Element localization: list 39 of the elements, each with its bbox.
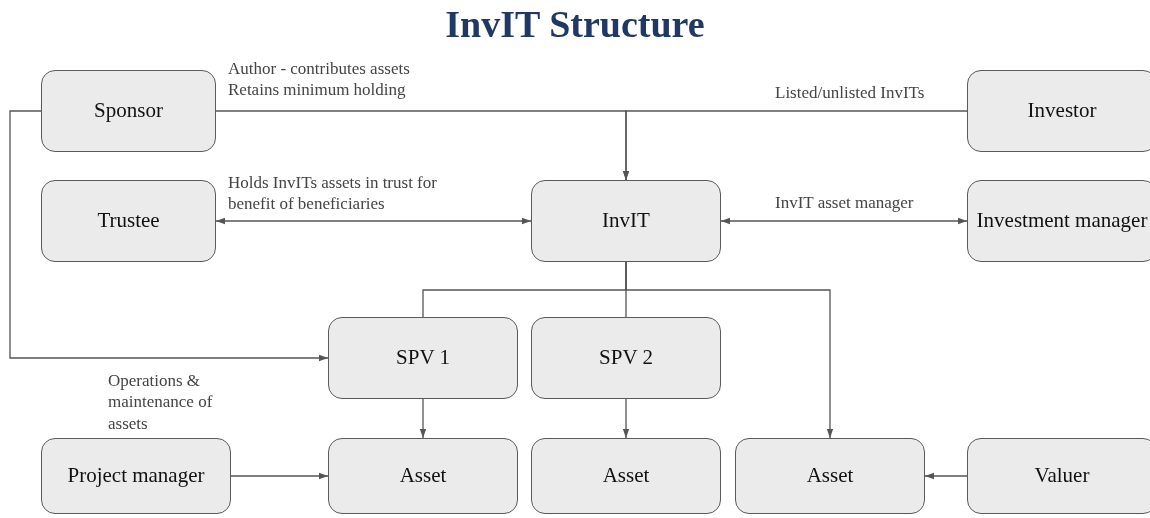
node-label: Investment manager	[976, 208, 1148, 234]
rounded-box	[41, 438, 231, 514]
node-label: Asset	[399, 463, 447, 489]
connector-arrow	[924, 472, 968, 480]
node-label: Trustee	[97, 208, 160, 234]
rounded-box	[531, 438, 721, 514]
node-label: Sponsor	[94, 98, 163, 124]
connector-arrow	[622, 110, 968, 181]
rounded-box	[967, 70, 1150, 152]
node-label: Asset	[602, 463, 650, 489]
edge-label: InvIT asset manager	[775, 192, 915, 214]
edge-label: Operations & maintenance of assets	[108, 370, 214, 434]
node-label: SPV 1	[396, 345, 450, 371]
edge-label: Listed/unlisted InvITs	[775, 82, 926, 104]
node-label: Investor	[1027, 98, 1097, 124]
connector-arrow	[720, 217, 968, 225]
rounded-box	[967, 180, 1150, 262]
node-label: InvIT	[602, 208, 650, 234]
node-label: Project manager	[67, 463, 205, 489]
connector-arrow	[419, 398, 427, 439]
connector-arrow	[9, 110, 329, 362]
connector-arrow	[622, 398, 630, 439]
rounded-box	[531, 180, 721, 262]
node-label: SPV 2	[599, 345, 653, 371]
connector-arrow	[230, 472, 329, 480]
rounded-box	[531, 317, 721, 399]
rounded-box	[328, 317, 518, 399]
node-label: Valuer	[1034, 463, 1090, 489]
rounded-box	[735, 438, 925, 514]
rounded-box	[41, 180, 216, 262]
rounded-box	[41, 70, 216, 152]
node-label: Asset	[806, 463, 854, 489]
edge-label: Author - contributes assets Retains minimum holding	[228, 58, 411, 101]
rounded-box	[328, 438, 518, 514]
connector-arrow	[625, 261, 834, 439]
rounded-box	[967, 438, 1150, 514]
connector-arrow	[215, 217, 532, 225]
edge-label: Holds InvITs assets in trust for benefit of beneficiaries	[228, 172, 438, 215]
diagram-title: InvIT Structure	[444, 2, 706, 46]
